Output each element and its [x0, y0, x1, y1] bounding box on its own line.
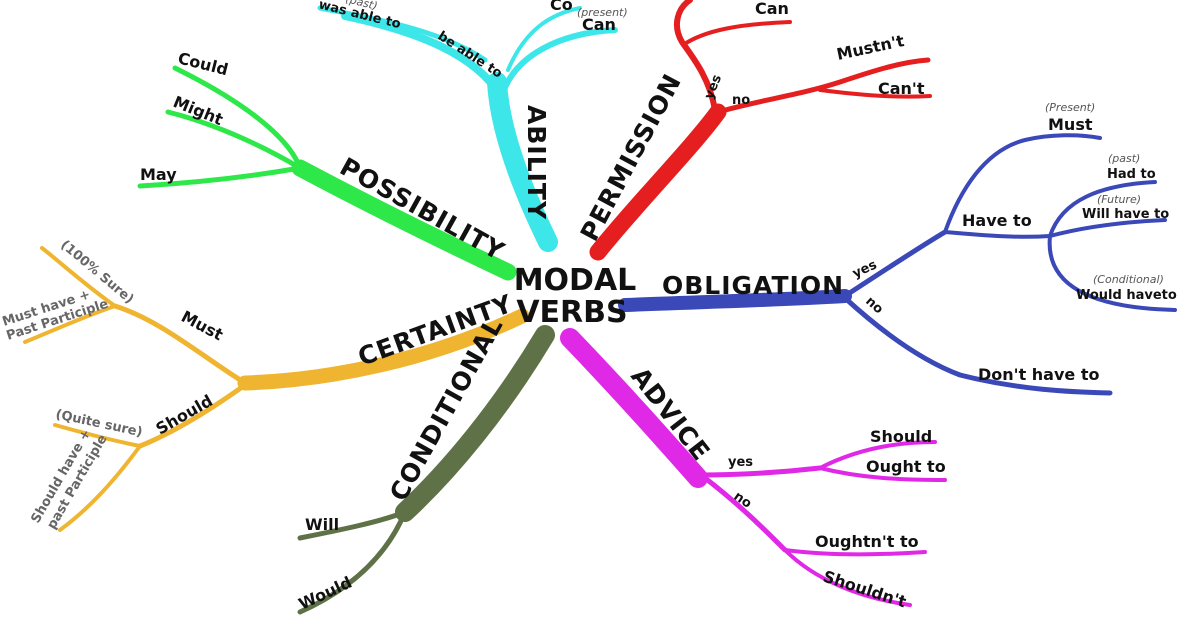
obligation-twig-would-have-to: [1047, 234, 1177, 312]
obligation-twig-had-to: [1048, 180, 1157, 238]
ability-twig-can: [499, 27, 618, 98]
possibility-twig-may: [137, 165, 303, 189]
possibility-twig-might: [165, 109, 303, 171]
conditional-trunk: [395, 325, 555, 522]
permission-twig-can: [681, 20, 792, 47]
obligation-trunk: [618, 289, 852, 312]
obligation-must: Must: [1048, 115, 1093, 134]
obligation-dont-have-to: Don't have to: [978, 365, 1099, 384]
advice-twig-oughtnt-to: [783, 548, 927, 557]
obligation-branch: [618, 133, 1177, 396]
certainty-twig-should-have: [58, 444, 142, 532]
advice-twig-yes: [695, 465, 823, 478]
possibility-might: Might: [171, 92, 227, 129]
possibility-may: May: [140, 165, 177, 184]
permission-mustnt: Mustn't: [835, 31, 906, 64]
possibility-twig-could: [172, 65, 303, 171]
ability-present-note: (present): [577, 6, 628, 19]
center-title-line1: MODAL: [514, 263, 637, 298]
obligation-had-to: Had to: [1107, 167, 1156, 182]
conditional-will: Will: [305, 515, 339, 534]
certainty-twig-100-sure: [40, 246, 117, 308]
advice-trunk: [560, 328, 708, 488]
obligation-twig-no: [842, 295, 1113, 396]
ability-twig-was-able-to: [317, 5, 488, 63]
permission-can: Can: [755, 0, 789, 18]
conditional-branch: [297, 325, 555, 615]
advice-twig-ought-to: [818, 466, 947, 482]
obligation-present-note: (Present): [1045, 101, 1095, 114]
permission-trunk: [589, 103, 727, 261]
advice-oughtnt-to: Oughtn't to: [815, 532, 919, 551]
certainty-twig-quite-sure: [53, 423, 142, 448]
advice-branch: [560, 328, 947, 607]
obligation-would-have-to: Would haveto: [1076, 288, 1177, 303]
permission-cant: Can't: [878, 79, 925, 98]
obligation-have-to: Have to: [962, 211, 1032, 230]
certainty-should: Should: [153, 391, 216, 439]
advice-ought-to: Ought to: [866, 457, 946, 476]
center-title-line2: VERBS: [516, 295, 627, 330]
conditional-would: Would: [296, 573, 355, 614]
advice-should: Should: [870, 427, 932, 446]
advice-twig-should: [818, 440, 937, 470]
ability-trunk: [487, 72, 558, 252]
obligation-twig-must: [943, 133, 1102, 234]
certainty-twig-must-have: [23, 304, 117, 344]
advice-twig-shouldnt: [783, 548, 912, 607]
conditional-twig-will: [297, 509, 408, 541]
obligation-twig-will-have-to: [1048, 218, 1167, 238]
possibility-trunk: [291, 159, 517, 281]
permission-twig-yes: [673, 0, 718, 113]
possibility-branch: [137, 65, 517, 281]
permission-twig-cant: [818, 88, 932, 99]
ability-twig-could: [506, 6, 582, 72]
certainty-trunk: [237, 308, 530, 391]
conditional-twig-would: [297, 509, 408, 615]
permission-branch: [589, 0, 932, 261]
ability-could-partial: Co: [550, 0, 573, 14]
obligation-label: OBLIGATION: [662, 271, 844, 300]
ability-label: ABILITY: [522, 105, 551, 220]
obligation-twig-have-to: [943, 230, 1052, 239]
obligation-past-note: (past): [1108, 152, 1140, 165]
ability-twig-be-able-to: [341, 12, 504, 99]
certainty-branch: [23, 246, 530, 532]
certainty-must: Must: [178, 307, 227, 345]
ability-be-able-to: be able to: [435, 29, 505, 82]
ability-branch: [317, 5, 618, 252]
certainty-twig-should: [137, 382, 248, 449]
permission-no: no: [732, 93, 750, 108]
certainty-twig-must: [112, 303, 248, 386]
obligation-will-have-to: Will have to: [1082, 207, 1169, 222]
ability-can: Can: [582, 15, 616, 34]
advice-no: no: [731, 489, 755, 512]
advice-yes: yes: [728, 455, 753, 470]
advice-shouldnt: Shouldn't: [821, 567, 909, 612]
obligation-conditional-note: (Conditional): [1093, 273, 1164, 286]
advice-twig-no: [702, 475, 788, 553]
permission-twig-no: [715, 57, 931, 115]
obligation-twig-yes: [842, 229, 948, 299]
obligation-future-note: (Future): [1097, 193, 1141, 206]
